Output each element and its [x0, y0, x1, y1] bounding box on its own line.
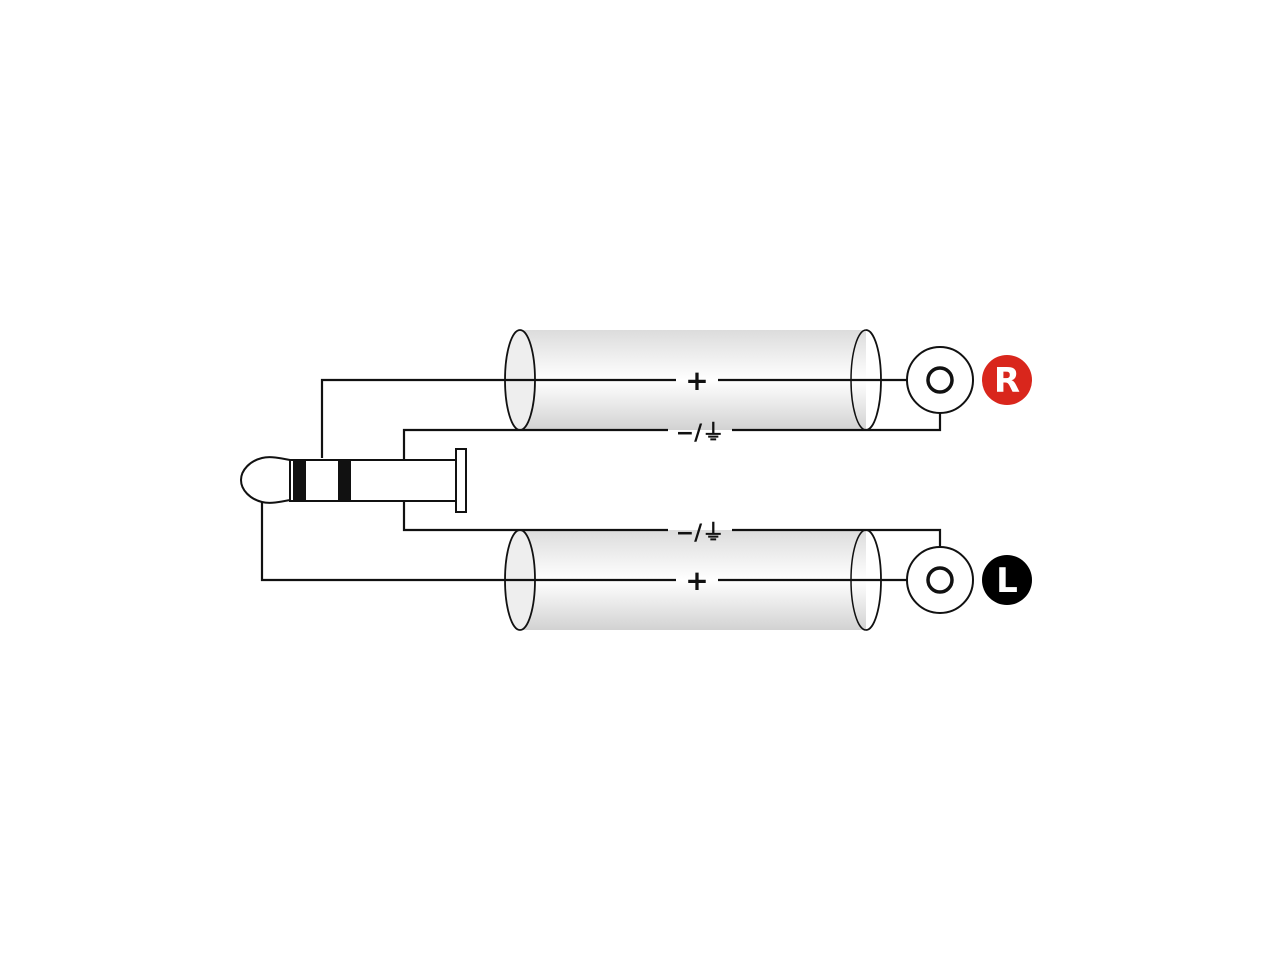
channel-badge-left: L — [982, 555, 1032, 605]
channel-label-right: R — [994, 361, 1020, 401]
wire-label-left-signal: + — [685, 564, 708, 597]
wire-right-ground — [402, 412, 942, 460]
wire-left-signal — [260, 498, 910, 582]
rca-socket-left-icon — [906, 546, 974, 614]
channel-badge-right: R — [982, 355, 1032, 405]
wire-label-right-ground: −/⏚ — [676, 421, 724, 446]
rca-socket-right-icon — [906, 346, 974, 414]
stereo-jack-plug-icon — [239, 448, 467, 513]
wire-right-signal — [320, 378, 910, 458]
wire-label-right-signal: + — [685, 364, 708, 397]
wire-left-ground — [402, 502, 942, 548]
channel-label-left: L — [996, 561, 1018, 601]
wire-label-left-ground: −/⏚ — [676, 521, 724, 546]
